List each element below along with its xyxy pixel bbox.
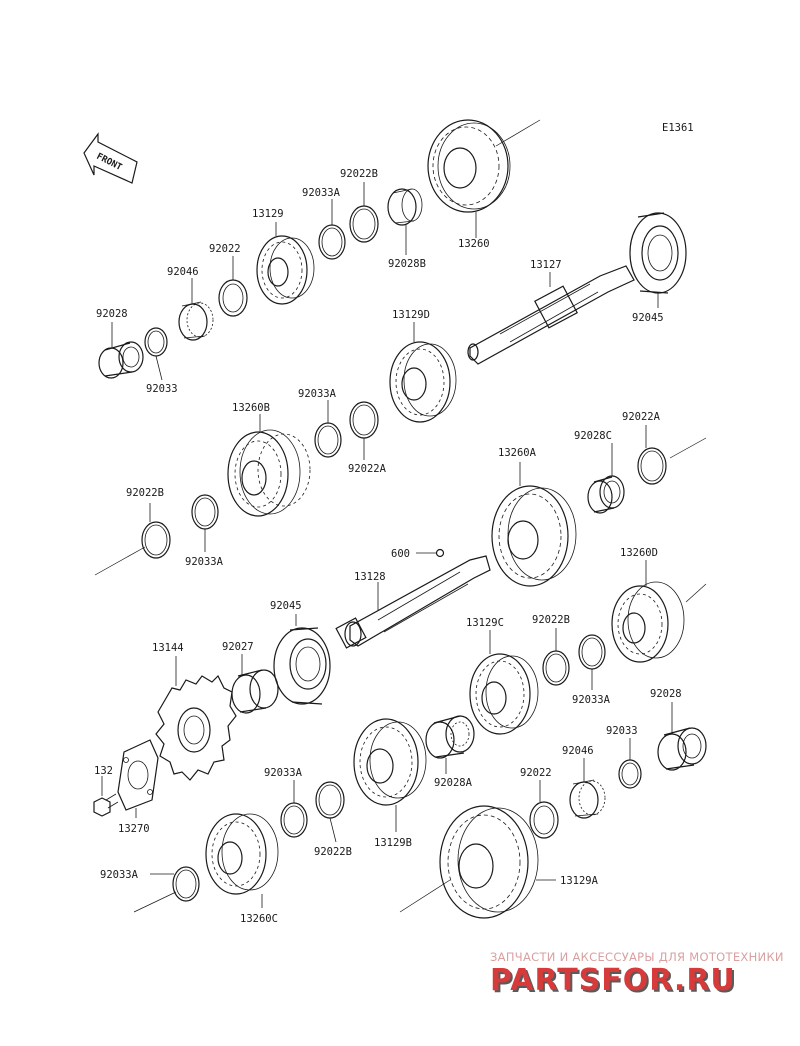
bearing-92028B <box>387 188 423 226</box>
bushing-92028-right <box>657 727 707 771</box>
circlip-92033-right <box>618 759 642 789</box>
bushing-92028-top <box>98 341 144 379</box>
label-92033-top: 92033 <box>146 383 178 395</box>
bushing-92028C <box>587 475 625 514</box>
circlip-92033A-top <box>318 224 346 260</box>
label-13260C: 13260C <box>240 913 278 925</box>
bearing-92046-top <box>178 301 214 341</box>
bolt-132-icon <box>93 793 119 817</box>
label-92033A-bottom: 92033A <box>100 869 139 881</box>
gear-13129B <box>353 718 427 806</box>
gear-13260D <box>611 581 685 663</box>
diagram-code: E1361 <box>662 122 694 134</box>
gear-13129A <box>439 805 539 919</box>
label-92046-right: 92046 <box>562 745 594 757</box>
washer-92022B-top <box>349 205 379 243</box>
bearing-92028A <box>425 715 475 759</box>
label-92033A-mid: 92033A <box>298 388 337 400</box>
front-label: FRONT <box>95 152 124 173</box>
label-92022B-top: 92022B <box>340 168 378 180</box>
label-92028-right: 92028 <box>650 688 682 700</box>
label-13128: 13128 <box>354 571 386 583</box>
washer-92022A-mid <box>349 401 379 439</box>
watermark-subtitle: ЗАПЧАСТИ И АКСЕССУАРЫ ДЛЯ МОТОТЕХНИКИ <box>490 950 784 964</box>
washer-92022-top <box>218 279 248 317</box>
label-92033A-top: 92033A <box>302 187 341 199</box>
label-13129B: 13129B <box>374 837 412 849</box>
sprocket-13144 <box>155 674 237 781</box>
label-13129D: 13129D <box>392 309 430 321</box>
label-600: 600 <box>391 548 410 560</box>
circlip-92033-top <box>144 327 168 357</box>
gear-13260 <box>427 119 511 213</box>
label-92022B-right: 92022B <box>532 614 570 626</box>
washer-92022B-right <box>542 650 570 686</box>
plate-13270 <box>117 739 159 811</box>
gear-13260A <box>491 485 577 587</box>
washer-92022B-low <box>315 781 345 819</box>
washer-92022-right <box>529 801 559 839</box>
gear-13260B <box>227 429 311 517</box>
washer-92022B-left <box>141 521 171 559</box>
shaft-13127 <box>467 265 635 365</box>
label-92027: 92027 <box>222 641 254 653</box>
label-92033-right: 92033 <box>606 725 638 737</box>
circlip-92033A-low <box>280 802 308 838</box>
circlip-92033A-bottom <box>172 866 200 902</box>
oil-point-600-icon <box>435 548 445 558</box>
label-92022B-left: 92022B <box>126 487 164 499</box>
label-13260B: 13260B <box>232 402 270 414</box>
collar-92027 <box>231 669 279 714</box>
label-92033A-right: 92033A <box>572 694 611 706</box>
circlip-92033A-mid <box>314 422 342 458</box>
shaft-13128 <box>335 555 491 649</box>
watermark-brand-shadow: PARTSFOR.RU <box>492 965 738 1000</box>
label-92045-mid: 92045 <box>270 600 302 612</box>
label-92022A-right: 92022A <box>622 411 661 423</box>
bearing-92045-top <box>629 212 687 294</box>
bearing-92046-right <box>569 779 606 819</box>
front-arrow-icon: FRONT <box>83 132 138 184</box>
gear-13129C <box>469 653 539 735</box>
label-13260A: 13260A <box>498 447 537 459</box>
label-13129A: 13129A <box>560 875 599 887</box>
label-92022A-mid: 92022A <box>348 463 387 475</box>
label-92022B-low: 92022B <box>314 846 352 858</box>
label-13129C: 13129C <box>466 617 504 629</box>
label-92028B: 92028B <box>388 258 426 270</box>
gear-13260C <box>205 813 279 895</box>
circlip-92033A-left <box>191 494 219 530</box>
label-92028-top: 92028 <box>96 308 128 320</box>
label-92022-top: 92022 <box>209 243 241 255</box>
watermark-brand: PARTSFOR.RU <box>490 963 736 998</box>
gear-13129 <box>256 235 315 305</box>
label-92046-top: 92046 <box>167 266 199 278</box>
label-132: 132 <box>94 765 113 777</box>
label-13270: 13270 <box>118 823 150 835</box>
label-92028A: 92028A <box>434 777 473 789</box>
label-13144: 13144 <box>152 642 184 654</box>
label-13129: 13129 <box>252 208 284 220</box>
label-13127: 13127 <box>530 259 562 271</box>
washer-92022A-right <box>637 447 667 485</box>
label-92028C: 92028C <box>574 430 612 442</box>
label-92033A-left: 92033A <box>185 556 224 568</box>
bearing-92045-mid <box>273 627 331 705</box>
label-92022-right: 92022 <box>520 767 552 779</box>
gear-13129D <box>389 341 457 423</box>
circlip-92033A-right <box>578 634 606 670</box>
label-13260: 13260 <box>458 238 490 250</box>
label-13260D: 13260D <box>620 547 658 559</box>
label-92033A-low: 92033A <box>264 767 303 779</box>
label-92045-top: 92045 <box>632 312 664 324</box>
